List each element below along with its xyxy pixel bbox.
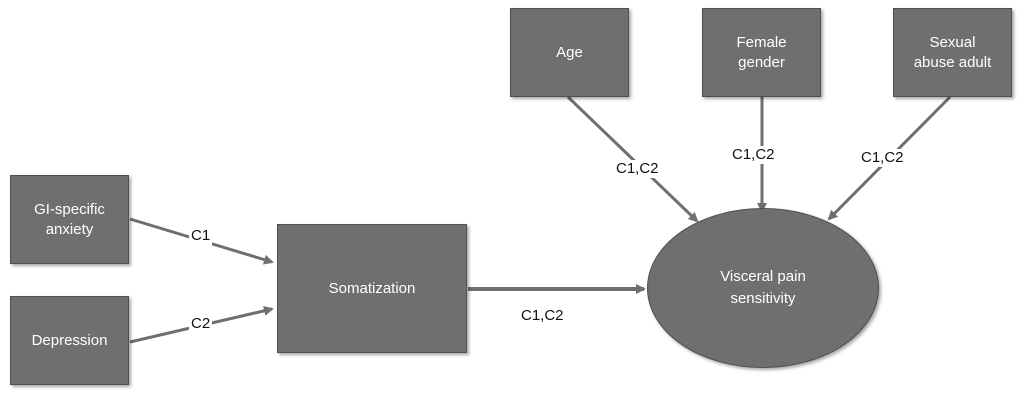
label-age-to-visceral: C1,C2 <box>614 160 661 178</box>
node-depression: Depression <box>10 296 129 385</box>
label-gi-anxiety-to-somatization: C1 <box>189 227 213 245</box>
label-sexual-abuse-to-visceral: C1,C2 <box>859 149 906 167</box>
label-depression-to-somatization: C2 <box>189 315 213 333</box>
node-age: Age <box>510 8 629 97</box>
node-female-gender: Female gender <box>702 8 821 97</box>
node-somatization: Somatization <box>277 224 467 353</box>
node-sexual-abuse-adult: Sexual abuse adult <box>893 8 1012 97</box>
node-gi-specific-anxiety: GI-specific anxiety <box>10 175 129 264</box>
label-female-gender-to-visceral: C1,C2 <box>730 146 777 164</box>
label-somatization-to-visceral: C1,C2 <box>519 307 566 325</box>
node-visceral-pain-sensitivity: Visceral pain sensitivity <box>647 208 879 368</box>
arrow-age-to-visceral <box>566 95 699 223</box>
